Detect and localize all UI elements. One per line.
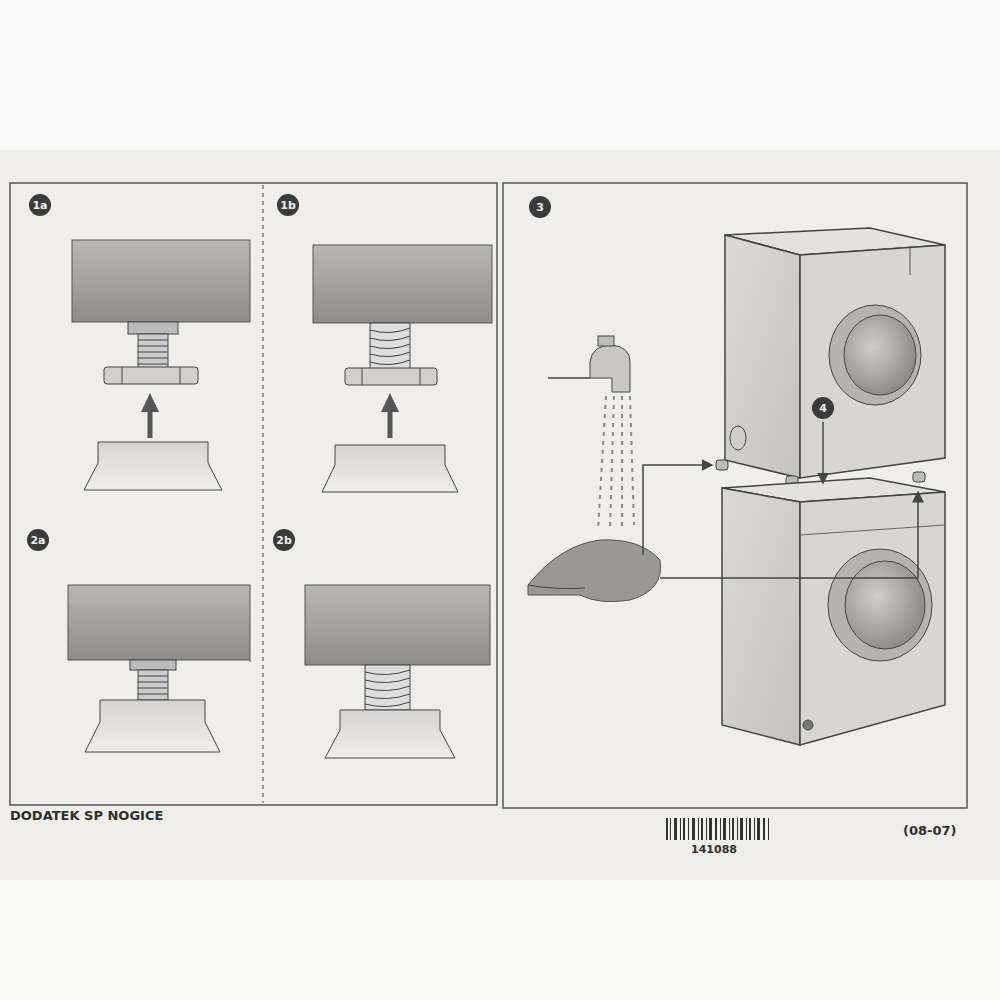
callout-number: 1a: [29, 194, 51, 216]
callout-number: 3: [529, 196, 551, 218]
callout-number: 4: [812, 397, 834, 419]
barcode-number: 141088: [691, 843, 737, 856]
callout-number: 2a: [27, 529, 49, 551]
date-code: (08-07): [903, 823, 956, 838]
callout-number: 1b: [277, 194, 299, 216]
callout-number: 2b: [273, 529, 295, 551]
sheet-title: DODATEK SP NOGICE: [10, 808, 163, 823]
